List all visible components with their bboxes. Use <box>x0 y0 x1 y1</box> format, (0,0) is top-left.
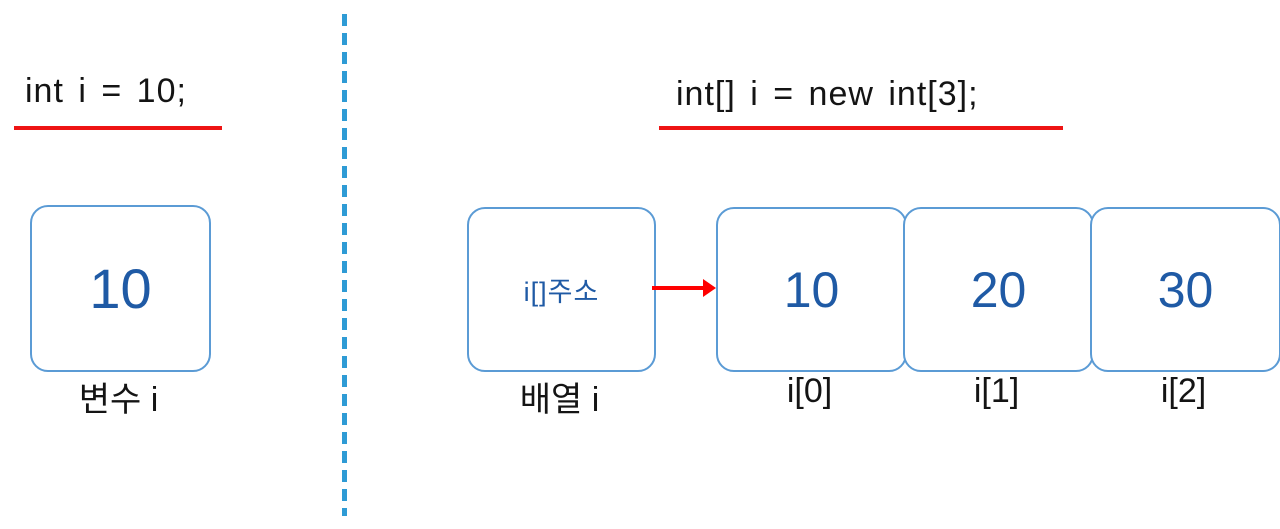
array-cell-1: 20 <box>903 207 1094 372</box>
dashed-divider-line <box>342 14 347 516</box>
variable-box-label: 변수 i <box>78 381 159 419</box>
right-code-underline <box>659 126 1063 130</box>
array-cell-2-label: i[2] <box>1160 372 1207 410</box>
array-cell-0-label: i[0] <box>786 372 833 410</box>
array-address-value: i[]주소 <box>523 277 600 307</box>
array-cell-0: 10 <box>716 207 907 372</box>
arrow-shaft <box>652 286 704 290</box>
array-cell-1-label: i[1] <box>973 372 1020 410</box>
array-reference-box: i[]주소 <box>467 207 656 372</box>
arrow-head <box>703 279 716 297</box>
array-cell-2: 30 <box>1090 207 1280 372</box>
left-code-underline <box>14 126 222 130</box>
array-cell-0-value: 10 <box>783 261 840 318</box>
variable-value: 10 <box>89 257 152 320</box>
reference-arrow-icon <box>652 279 716 297</box>
array-cell-1-value: 20 <box>970 261 1027 318</box>
variable-box: 10 <box>30 205 211 372</box>
right-code-text: int[] i = new int[3]; <box>676 75 979 113</box>
array-cell-2-value: 30 <box>1157 261 1214 318</box>
array-reference-box-label: 배열 i <box>519 381 600 419</box>
left-code-text: int i = 10; <box>25 72 187 110</box>
